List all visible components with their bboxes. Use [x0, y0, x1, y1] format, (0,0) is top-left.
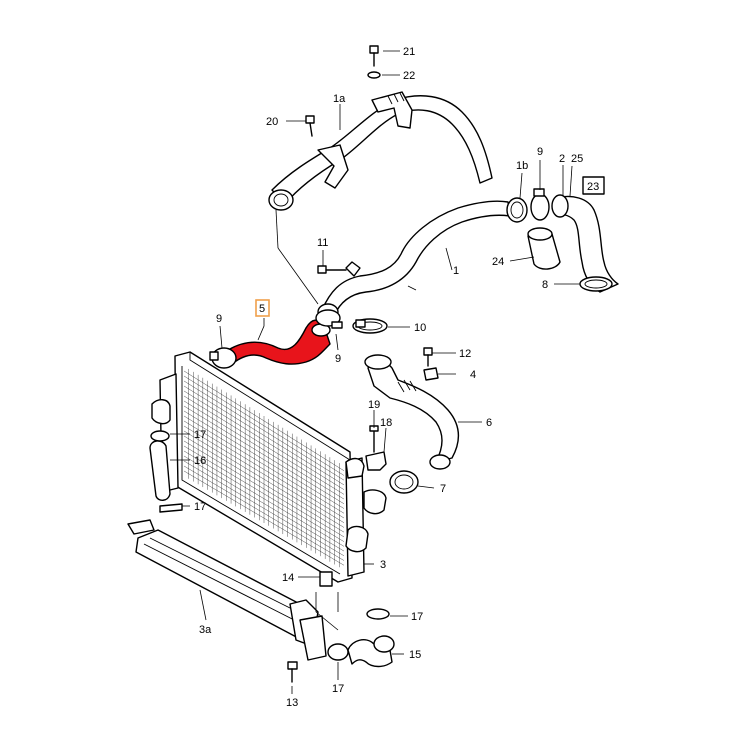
- clamp-17-bottom: [327, 643, 349, 661]
- callout-12: 12: [459, 348, 471, 360]
- mesh-line: [183, 435, 345, 533]
- callout-1b: 1b: [516, 160, 528, 172]
- bolt-21: [369, 45, 379, 67]
- callout-19: 19: [368, 399, 380, 411]
- callout-labels: 21 22 1a 20 1b 9 2 25 23 11 24 1 8 5 9 1…: [194, 46, 599, 709]
- box-23: [582, 176, 605, 195]
- callout-17-lower: 17: [194, 501, 206, 513]
- callout-20: 20: [266, 116, 278, 128]
- callout-15: 15: [409, 649, 421, 661]
- callout-22: 22: [403, 70, 415, 82]
- washer-22: [367, 71, 381, 79]
- callout-9-top: 9: [537, 146, 543, 158]
- clamp-17-right: [366, 608, 390, 620]
- mesh-line: [183, 460, 345, 556]
- callout-16: 16: [194, 455, 206, 467]
- mesh-line: [183, 425, 345, 523]
- callout-13: 13: [286, 697, 298, 709]
- callout-17-upper: 17: [194, 429, 206, 441]
- sleeve-24: [527, 227, 561, 270]
- clamp-17-upper: [150, 430, 170, 442]
- callout-8: 8: [542, 279, 548, 291]
- part-4: [423, 367, 439, 381]
- bolt-13: [287, 661, 298, 683]
- mesh-line: [183, 410, 345, 509]
- callout-17-right: 17: [411, 611, 423, 623]
- hose-16: [149, 440, 171, 501]
- callout-11: 11: [317, 237, 328, 249]
- callout-3: 3: [380, 559, 386, 571]
- mesh-line: [183, 445, 345, 542]
- mesh-line: [183, 380, 345, 481]
- clamp-9-left: [209, 347, 237, 369]
- mesh-line: [183, 390, 345, 490]
- callout-23: 23: [587, 181, 599, 193]
- mesh-line: [183, 405, 345, 504]
- callout-17-bottom: 17: [332, 683, 344, 695]
- highlight-box-5: [255, 299, 270, 317]
- bolt-20: [305, 115, 315, 137]
- mesh-line: [183, 415, 345, 514]
- clamp-9-top: [530, 188, 550, 221]
- mesh-line: [183, 375, 345, 476]
- callout-25: 25: [571, 153, 583, 165]
- bracket-18: [365, 451, 387, 471]
- callout-21: 21: [403, 46, 415, 58]
- callout-3a: 3a: [199, 624, 212, 636]
- hose-5-highlighted: [227, 319, 331, 365]
- screw-19: [369, 425, 379, 453]
- intercooler: [151, 351, 387, 583]
- mesh-line: [183, 455, 345, 552]
- callout-6: 6: [486, 417, 492, 429]
- clamp-7: [389, 470, 419, 494]
- mesh-line: [183, 395, 345, 495]
- mesh-line: [183, 450, 345, 547]
- hose-2: [551, 194, 619, 293]
- clip-14: [315, 571, 339, 631]
- connector-1b: [506, 197, 528, 223]
- clamp-8: [579, 276, 613, 292]
- hose-6: [364, 354, 459, 470]
- callout-1: 1: [453, 265, 459, 277]
- callout-24: 24: [492, 256, 504, 268]
- pipe-1a: [268, 91, 493, 211]
- callout-9-mid: 9: [335, 353, 341, 365]
- leader-lines: [170, 50, 580, 694]
- mesh-line: [183, 385, 345, 486]
- bolt-12: [423, 347, 433, 367]
- callout-7: 7: [440, 483, 446, 495]
- clamp-9-mid: [315, 309, 343, 329]
- mesh-line: [183, 420, 345, 519]
- mesh-line: [183, 370, 345, 471]
- mesh-line: [183, 440, 345, 538]
- callout-2: 2: [559, 153, 565, 165]
- mesh-line: [183, 470, 345, 566]
- pipe-1: [317, 200, 511, 321]
- clamp-10: [352, 318, 388, 334]
- mesh-line: [183, 430, 345, 528]
- cross-member-3a: [127, 519, 327, 661]
- bolt-11: [317, 265, 347, 274]
- callout-14: 14: [282, 572, 294, 584]
- mesh-line: [183, 465, 345, 561]
- callout-4: 4: [470, 369, 476, 381]
- callout-1a: 1a: [333, 93, 346, 105]
- callout-10: 10: [414, 322, 426, 334]
- callout-9-left: 9: [216, 313, 222, 325]
- mesh-line: [183, 400, 345, 500]
- hose-15: [347, 635, 395, 668]
- clamp-17-lower: [159, 503, 183, 513]
- callout-5: 5: [259, 303, 265, 315]
- callout-18: 18: [380, 417, 392, 429]
